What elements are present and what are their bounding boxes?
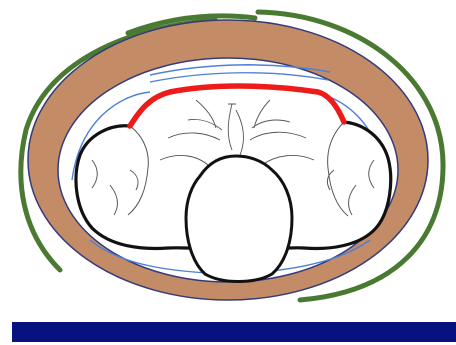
central-round-structure [186,156,292,282]
base-bar [12,322,456,342]
